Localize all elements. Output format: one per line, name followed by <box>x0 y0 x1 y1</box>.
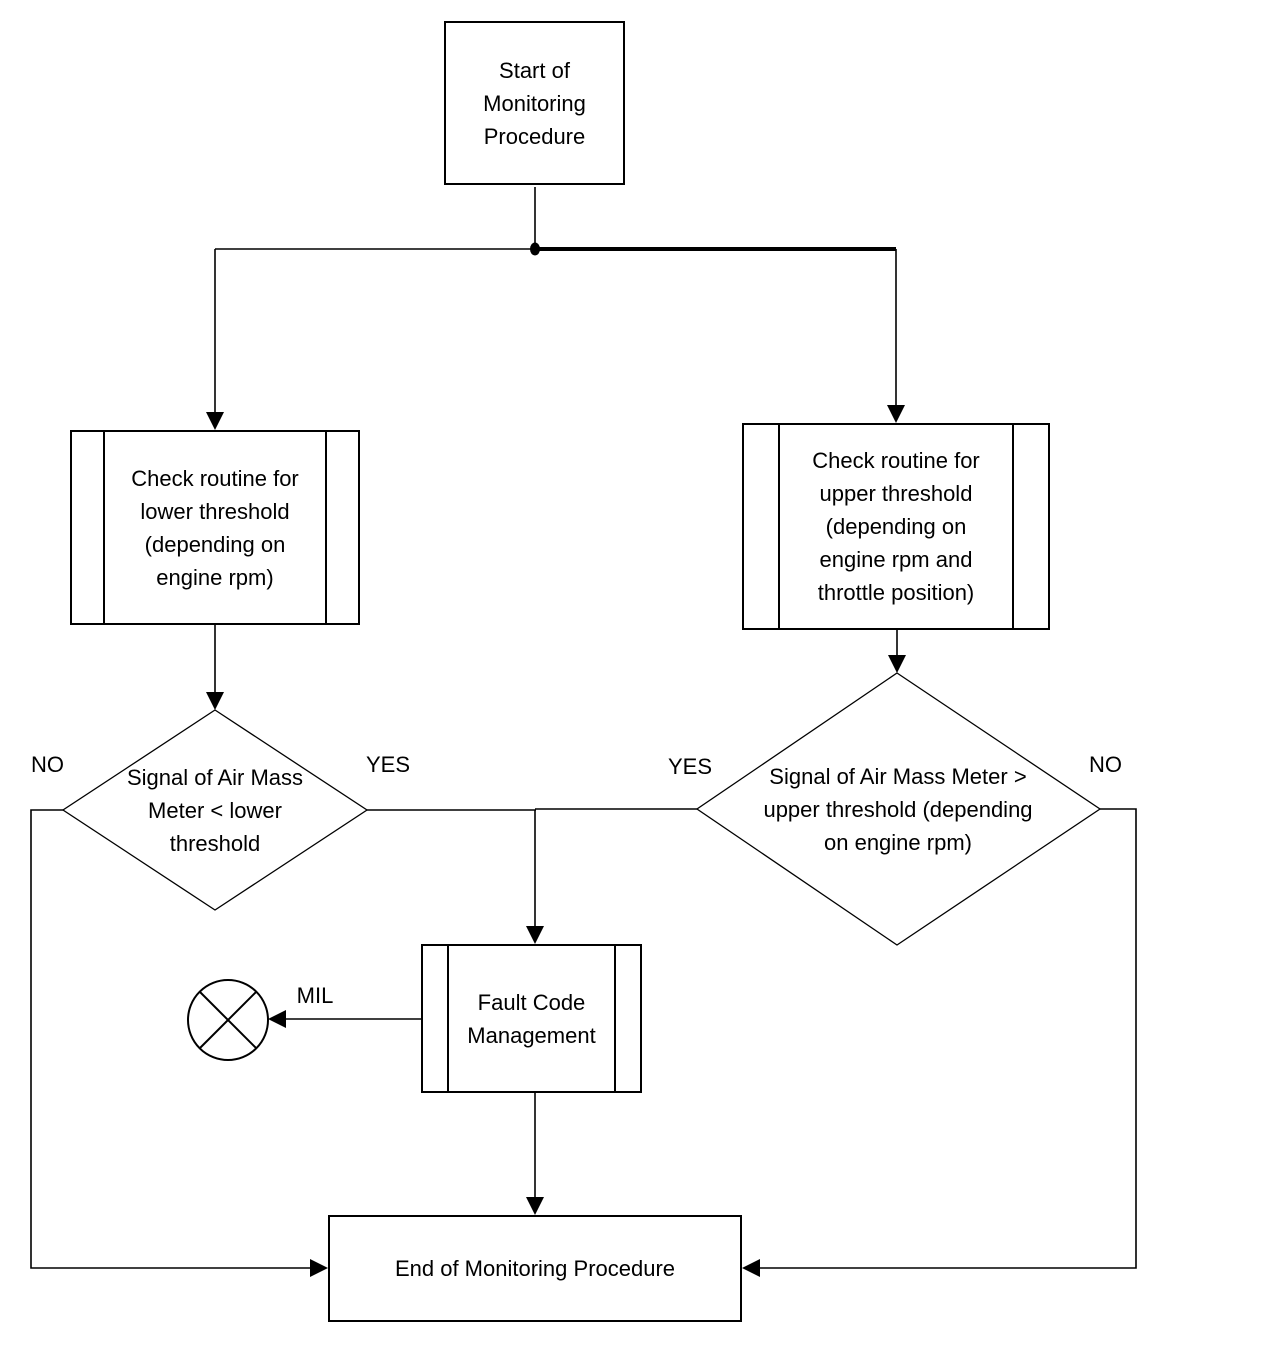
fault-code-management-label: Fault Code Management <box>467 989 596 1048</box>
decision-upper-label: Signal of Air Mass Meter > upper thresho… <box>763 764 1033 855</box>
arrowhead-check-upper <box>887 405 905 423</box>
decision-lower-label: Signal of Air Mass Meter < lower thresho… <box>126 765 304 856</box>
arrowhead-mil <box>268 1010 286 1028</box>
predefined-process-bar-right <box>614 946 616 1091</box>
edge-label-yes-lower: YES <box>365 752 411 777</box>
edge-no-upper-path <box>744 808 1137 1269</box>
check-upper-threshold-node: Check routine for upper threshold (depen… <box>742 423 1050 630</box>
arrowhead-decision-upper <box>888 655 906 673</box>
edge-label-no-upper: NO <box>1089 752 1122 777</box>
start-node-label: Start of Monitoring Procedure <box>483 57 586 149</box>
predefined-process-bar-left <box>103 432 105 623</box>
mil-lamp-icon <box>187 979 269 1061</box>
end-node: End of Monitoring Procedure <box>328 1215 742 1322</box>
decision-upper-diamond <box>695 672 1102 946</box>
arrowhead-end-top <box>526 1197 544 1215</box>
edge-label-yes-upper: YES <box>667 754 713 779</box>
check-lower-threshold-label: Check routine for lower threshold (depen… <box>131 465 299 590</box>
edge-no-lower-path <box>30 809 326 1269</box>
predefined-process-bar-left <box>447 946 449 1091</box>
check-lower-threshold-node: Check routine for lower threshold (depen… <box>70 430 360 625</box>
decision-lower-diamond <box>61 709 369 911</box>
mil-label: MIL <box>296 983 334 1008</box>
arrowhead-check-lower <box>206 412 224 430</box>
arrowhead-decision-lower <box>206 692 224 710</box>
end-node-label: End of Monitoring Procedure <box>394 1256 676 1281</box>
arrowhead-fault <box>526 926 544 944</box>
predefined-process-bar-left <box>778 425 780 628</box>
fault-code-management-node: Fault Code Management <box>421 944 642 1093</box>
edge-label-no-lower: NO <box>31 752 64 777</box>
check-upper-threshold-label: Check routine for upper threshold (depen… <box>812 448 980 605</box>
predefined-process-bar-right <box>1012 425 1014 628</box>
arrowhead-end-right <box>742 1259 760 1277</box>
predefined-process-bar-right <box>325 432 327 623</box>
arrowhead-end-left <box>310 1259 328 1277</box>
start-node: Start of Monitoring Procedure <box>444 21 625 185</box>
